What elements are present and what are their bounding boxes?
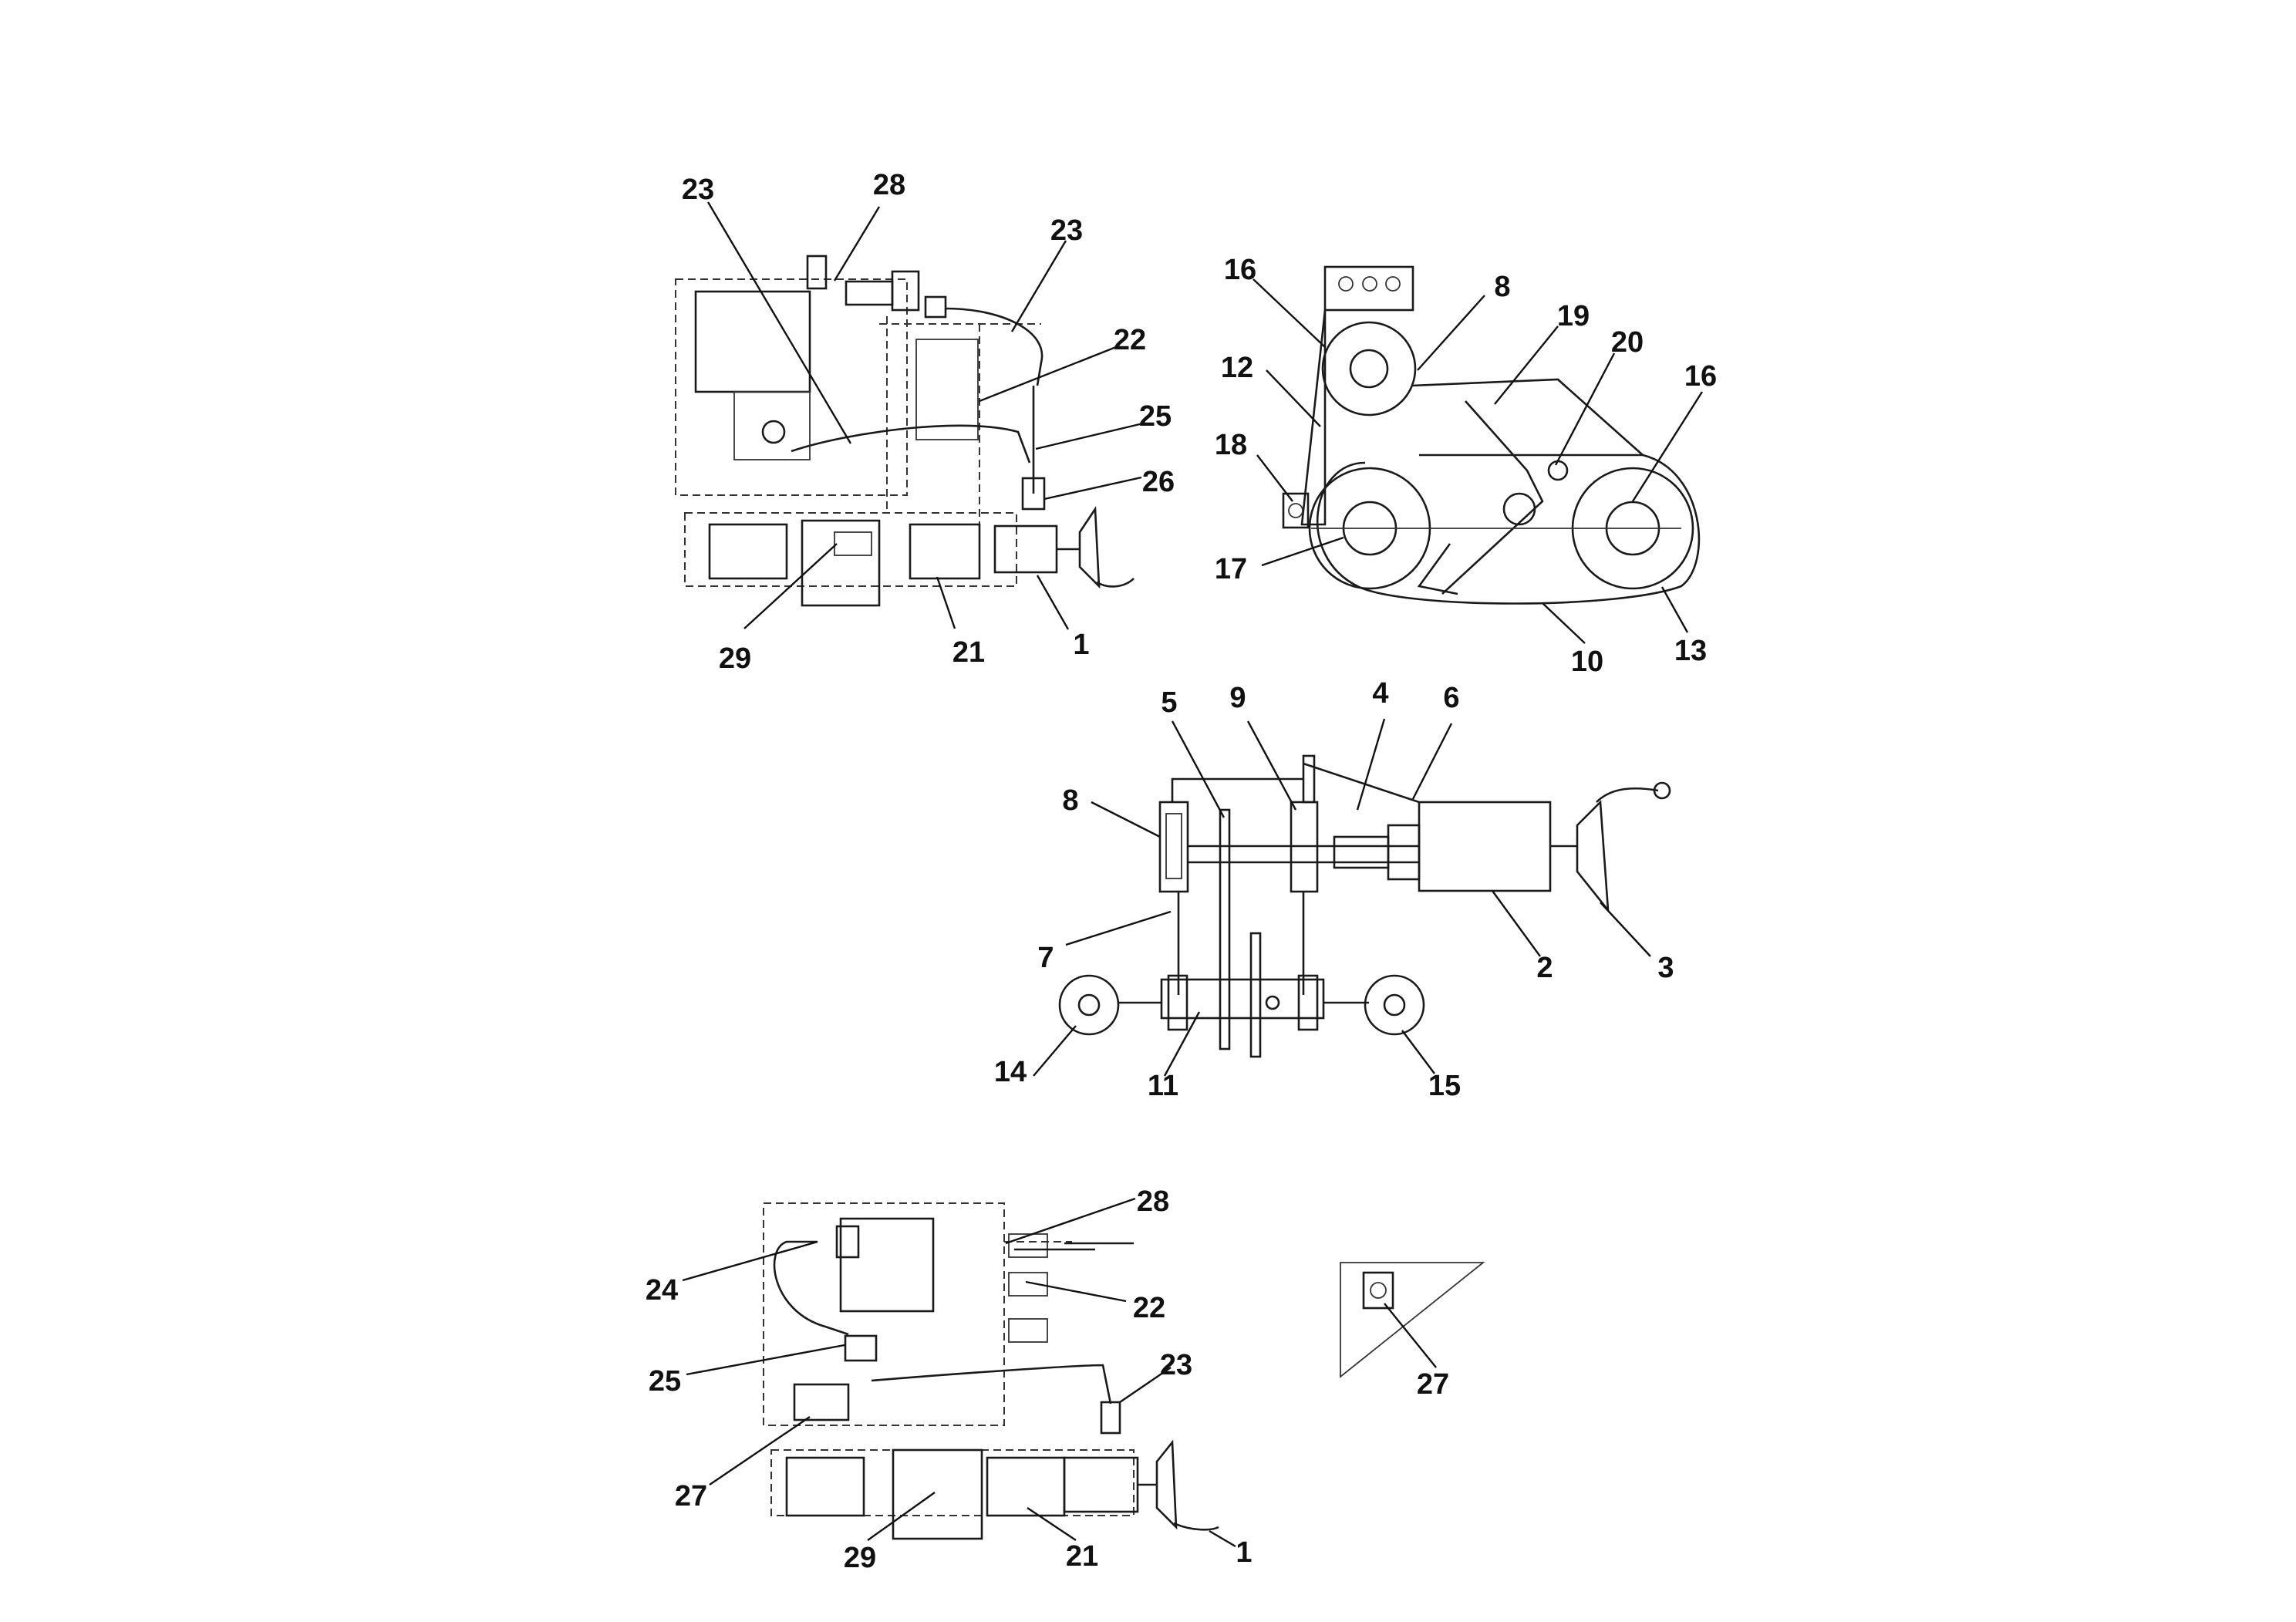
callout-21: 21 bbox=[952, 636, 985, 669]
callout-16: 16 bbox=[1684, 360, 1717, 393]
callout-23: 23 bbox=[1160, 1349, 1192, 1381]
callout-8: 8 bbox=[1062, 784, 1078, 817]
callout-13: 13 bbox=[1674, 635, 1707, 667]
callout-22: 22 bbox=[1133, 1292, 1165, 1324]
callout-22: 22 bbox=[1114, 324, 1146, 356]
callout-23: 23 bbox=[1050, 214, 1083, 247]
callout-18: 18 bbox=[1215, 429, 1247, 461]
callout-29: 29 bbox=[844, 1542, 876, 1574]
callout-25: 25 bbox=[1139, 400, 1172, 433]
callout-24: 24 bbox=[646, 1274, 678, 1307]
callout-14: 14 bbox=[994, 1056, 1027, 1088]
bottom-right-detail bbox=[1340, 1262, 1485, 1378]
callout-4: 4 bbox=[1372, 677, 1388, 710]
callout-28: 28 bbox=[1137, 1185, 1169, 1218]
callout-29: 29 bbox=[719, 642, 751, 675]
top-right-assembly bbox=[1282, 265, 1701, 605]
callout-21: 21 bbox=[1066, 1540, 1098, 1573]
callout-10: 10 bbox=[1571, 646, 1603, 678]
callout-28: 28 bbox=[873, 169, 905, 201]
callout-25: 25 bbox=[649, 1365, 681, 1398]
callout-3: 3 bbox=[1657, 952, 1674, 984]
callout-15: 15 bbox=[1428, 1070, 1461, 1102]
top-left-assembly bbox=[675, 255, 1135, 607]
callout-23: 23 bbox=[682, 174, 714, 206]
callout-20: 20 bbox=[1611, 326, 1644, 359]
callout-7: 7 bbox=[1037, 942, 1054, 974]
callout-17: 17 bbox=[1215, 553, 1247, 585]
callout-27: 27 bbox=[1417, 1368, 1449, 1401]
callout-labels: 23 28 23 22 25 26 29 21 1 16 8 19 20 16 … bbox=[646, 169, 1717, 1574]
callout-2: 2 bbox=[1536, 952, 1553, 984]
callout-8: 8 bbox=[1494, 271, 1510, 303]
callout-1: 1 bbox=[1073, 629, 1089, 661]
bottom-left-assembly bbox=[763, 1202, 1219, 1540]
callout-1: 1 bbox=[1236, 1536, 1252, 1569]
callout-12: 12 bbox=[1221, 352, 1253, 384]
callout-11: 11 bbox=[1148, 1070, 1178, 1102]
callout-6: 6 bbox=[1443, 682, 1459, 714]
leader-lines bbox=[682, 201, 1704, 1548]
callout-27: 27 bbox=[675, 1480, 707, 1512]
middle-assembly bbox=[1058, 754, 1671, 1058]
callout-5: 5 bbox=[1161, 686, 1177, 719]
callout-9: 9 bbox=[1229, 682, 1246, 714]
callout-16: 16 bbox=[1224, 254, 1256, 286]
callout-26: 26 bbox=[1142, 466, 1175, 498]
callout-19: 19 bbox=[1557, 300, 1590, 332]
